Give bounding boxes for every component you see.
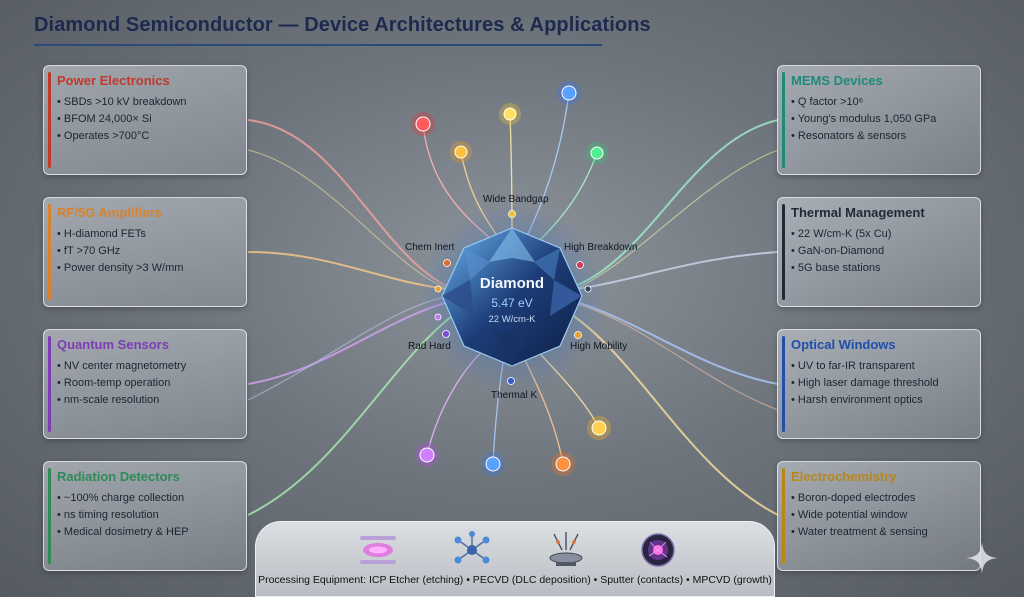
card-item: Young's modulus 1,050 GPa bbox=[791, 111, 937, 128]
card-item: Resonators & sensors bbox=[791, 128, 936, 145]
card-radiation-detectors[interactable]: Radiation Detectors ~100% charge collect… bbox=[43, 461, 247, 571]
page-title: Diamond Semiconductor — Device Architect… bbox=[34, 14, 651, 36]
icp-etcher-icon[interactable] bbox=[356, 530, 400, 570]
card-title: Electrochemistry bbox=[791, 469, 897, 484]
card-item: SBDs >10 kV breakdown bbox=[57, 94, 187, 111]
property-label-high-breakdown: High Breakdown bbox=[564, 242, 638, 253]
card-item: H-diamond FETs bbox=[57, 226, 183, 243]
card-item: Boron-doped electrodes bbox=[791, 490, 928, 507]
card-electrochemistry[interactable]: Electrochemistry Boron-doped electrodes … bbox=[777, 461, 981, 571]
property-label-high-mobility: High Mobility bbox=[570, 341, 628, 352]
orb-red bbox=[411, 112, 435, 136]
card-mems-devices[interactable]: MEMS Devices Q factor >10⁶ Young's modul… bbox=[777, 65, 981, 175]
card-accent-bar bbox=[782, 204, 785, 300]
pecvd-icon[interactable] bbox=[450, 530, 494, 570]
card-item: Harsh environment optics bbox=[791, 392, 939, 409]
card-accent-bar bbox=[48, 336, 51, 432]
card-item: BFOM 24,000× Si bbox=[57, 111, 187, 128]
orb-yellow bbox=[499, 103, 521, 125]
card-title: Thermal Management bbox=[791, 205, 925, 220]
card-title: Quantum Sensors bbox=[57, 337, 169, 352]
card-item: Medical dosimetry & HEP bbox=[57, 524, 189, 541]
center-thermal: 22 W/cm-K bbox=[488, 314, 536, 325]
equipment-caption: Processing Equipment: ICP Etcher (etchin… bbox=[258, 574, 772, 586]
card-item: nm-scale resolution bbox=[57, 392, 186, 409]
orb-green bbox=[586, 142, 608, 164]
card-title: Optical Windows bbox=[791, 337, 896, 352]
center-bandgap: 5.47 eV bbox=[491, 296, 533, 310]
sputter-icon[interactable] bbox=[544, 530, 588, 570]
card-item: ns timing resolution bbox=[57, 507, 189, 524]
orb-gold bbox=[587, 416, 611, 440]
card-item: UV to far-IR transparent bbox=[791, 358, 939, 375]
diamond-gem-icon bbox=[441, 227, 583, 367]
card-item: 22 W/cm-K (5x Cu) bbox=[791, 226, 892, 243]
orb-violet bbox=[415, 443, 439, 467]
property-label-chem-inert: Chem Inert bbox=[405, 242, 455, 253]
card-title: MEMS Devices bbox=[791, 73, 883, 88]
card-item: 5G base stations bbox=[791, 260, 891, 277]
card-rf-5g-amplifiers[interactable]: RF/5G Amplifiers H-diamond FETs fT >70 G… bbox=[43, 197, 247, 307]
card-title: Radiation Detectors bbox=[57, 469, 180, 484]
card-thermal-management[interactable]: Thermal Management 22 W/cm-K (5x Cu) GaN… bbox=[777, 197, 981, 307]
equipment-dock: Processing Equipment: ICP Etcher (etchin… bbox=[255, 521, 775, 597]
card-accent-bar bbox=[48, 468, 51, 564]
orb-blue bbox=[557, 81, 581, 105]
card-accent-bar bbox=[782, 72, 785, 168]
card-item: fT >70 GHz bbox=[57, 243, 183, 260]
card-accent-bar bbox=[48, 204, 51, 300]
card-optical-windows[interactable]: Optical Windows UV to far-IR transparent… bbox=[777, 329, 981, 439]
card-item: High laser damage threshold bbox=[791, 375, 939, 392]
card-item: ~100% charge collection bbox=[57, 490, 189, 507]
property-label-wide-bandgap: Wide Bandgap bbox=[483, 194, 549, 205]
title-underline bbox=[34, 44, 602, 46]
card-item: NV center magnetometry bbox=[57, 358, 186, 375]
card-item: Q factor >10⁶ bbox=[791, 94, 936, 111]
center-title: Diamond bbox=[479, 275, 545, 292]
property-label-rad-hard: Rad Hard bbox=[408, 341, 451, 352]
orb-amber bbox=[450, 141, 472, 163]
mpcvd-icon[interactable] bbox=[636, 530, 680, 570]
card-accent-bar bbox=[48, 72, 51, 168]
card-accent-bar bbox=[782, 468, 785, 564]
card-item: Power density >3 W/mm bbox=[57, 260, 184, 277]
card-title: RF/5G Amplifiers bbox=[57, 205, 162, 220]
orb-orange bbox=[551, 452, 575, 476]
property-label-thermal-k: Thermal K bbox=[491, 390, 538, 401]
card-item: Room-temp operation bbox=[57, 375, 186, 392]
sparkle-icon bbox=[966, 542, 998, 574]
card-item: Operates >700°C bbox=[57, 128, 187, 145]
orb-blue-2 bbox=[481, 452, 505, 476]
card-item: Wide potential window bbox=[791, 507, 928, 524]
card-power-electronics[interactable]: Power Electronics SBDs >10 kV breakdown … bbox=[43, 65, 247, 175]
card-item: Water treatment & sensing bbox=[791, 524, 928, 541]
card-item: GaN-on-Diamond bbox=[791, 243, 891, 260]
card-quantum-sensors[interactable]: Quantum Sensors NV center magnetometry R… bbox=[43, 329, 247, 439]
card-title: Power Electronics bbox=[57, 73, 170, 88]
card-accent-bar bbox=[782, 336, 785, 432]
